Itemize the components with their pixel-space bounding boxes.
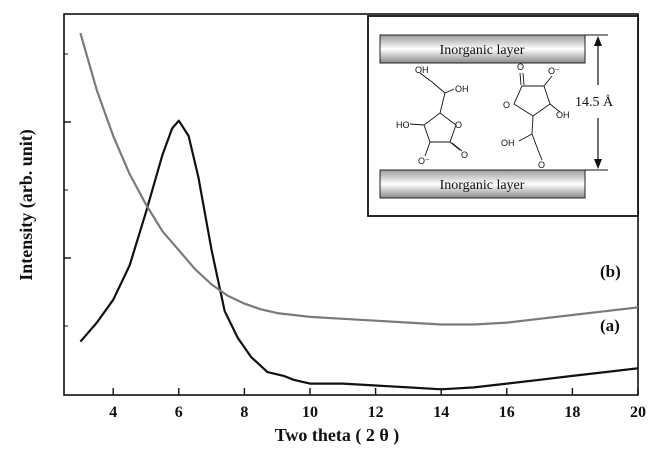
bottom-layer-label: Inorganic layer	[440, 178, 525, 193]
y-axis-title: Intensity (arb. unit)	[16, 129, 37, 281]
x-tick-label: 8	[240, 404, 248, 421]
chem-atom: O⁻	[548, 66, 560, 76]
chem-atom: OH	[556, 110, 570, 120]
ascorbate-molecule-right	[513, 72, 561, 161]
series-label-b: (b)	[600, 262, 621, 281]
x-ticks	[112, 388, 639, 395]
x-tick-label: 12	[368, 404, 384, 421]
series-label-a: (a)	[600, 316, 620, 335]
chem-atom: OH	[501, 138, 515, 148]
x-tick-labels: 4 6 8 10 12 14 16 18 20	[109, 404, 646, 421]
x-tick-label: 16	[499, 404, 515, 421]
spacing-label: 14.5 Å	[575, 94, 614, 110]
x-tick-label: 14	[433, 404, 449, 421]
bottom-inorganic-layer	[379, 169, 586, 199]
chem-atom: O⁻	[418, 156, 430, 166]
ascorbate-molecule-left	[409, 72, 463, 157]
chem-atom: O	[538, 160, 545, 170]
chem-atom: O	[503, 100, 510, 110]
x-tick-label: 20	[630, 404, 646, 421]
chem-atom: O	[461, 150, 468, 160]
top-layer-label: Inorganic layer	[440, 43, 525, 58]
x-tick-label: 6	[175, 404, 183, 421]
series-layer	[79, 32, 639, 391]
chem-atom: OH	[415, 65, 429, 75]
series-b-line	[79, 32, 639, 326]
arrowhead-down-icon	[594, 159, 602, 169]
y-ticks	[64, 53, 71, 327]
x-tick-label: 4	[109, 404, 117, 421]
chem-atom: HO	[396, 120, 410, 130]
chem-atom: O	[517, 62, 524, 72]
arrowhead-up-icon	[594, 36, 602, 46]
series-a-line	[79, 119, 639, 391]
chem-atom: O	[455, 120, 462, 130]
top-inorganic-layer	[379, 34, 586, 64]
x-axis-title: Two theta ( 2 θ )	[275, 425, 400, 446]
chem-atom: OH	[455, 84, 469, 94]
inset-diagram: Inorganic layer Inorganic layer 14.5 Å O…	[367, 15, 639, 217]
x-tick-label: 18	[564, 404, 580, 421]
x-tick-label: 10	[302, 404, 318, 421]
